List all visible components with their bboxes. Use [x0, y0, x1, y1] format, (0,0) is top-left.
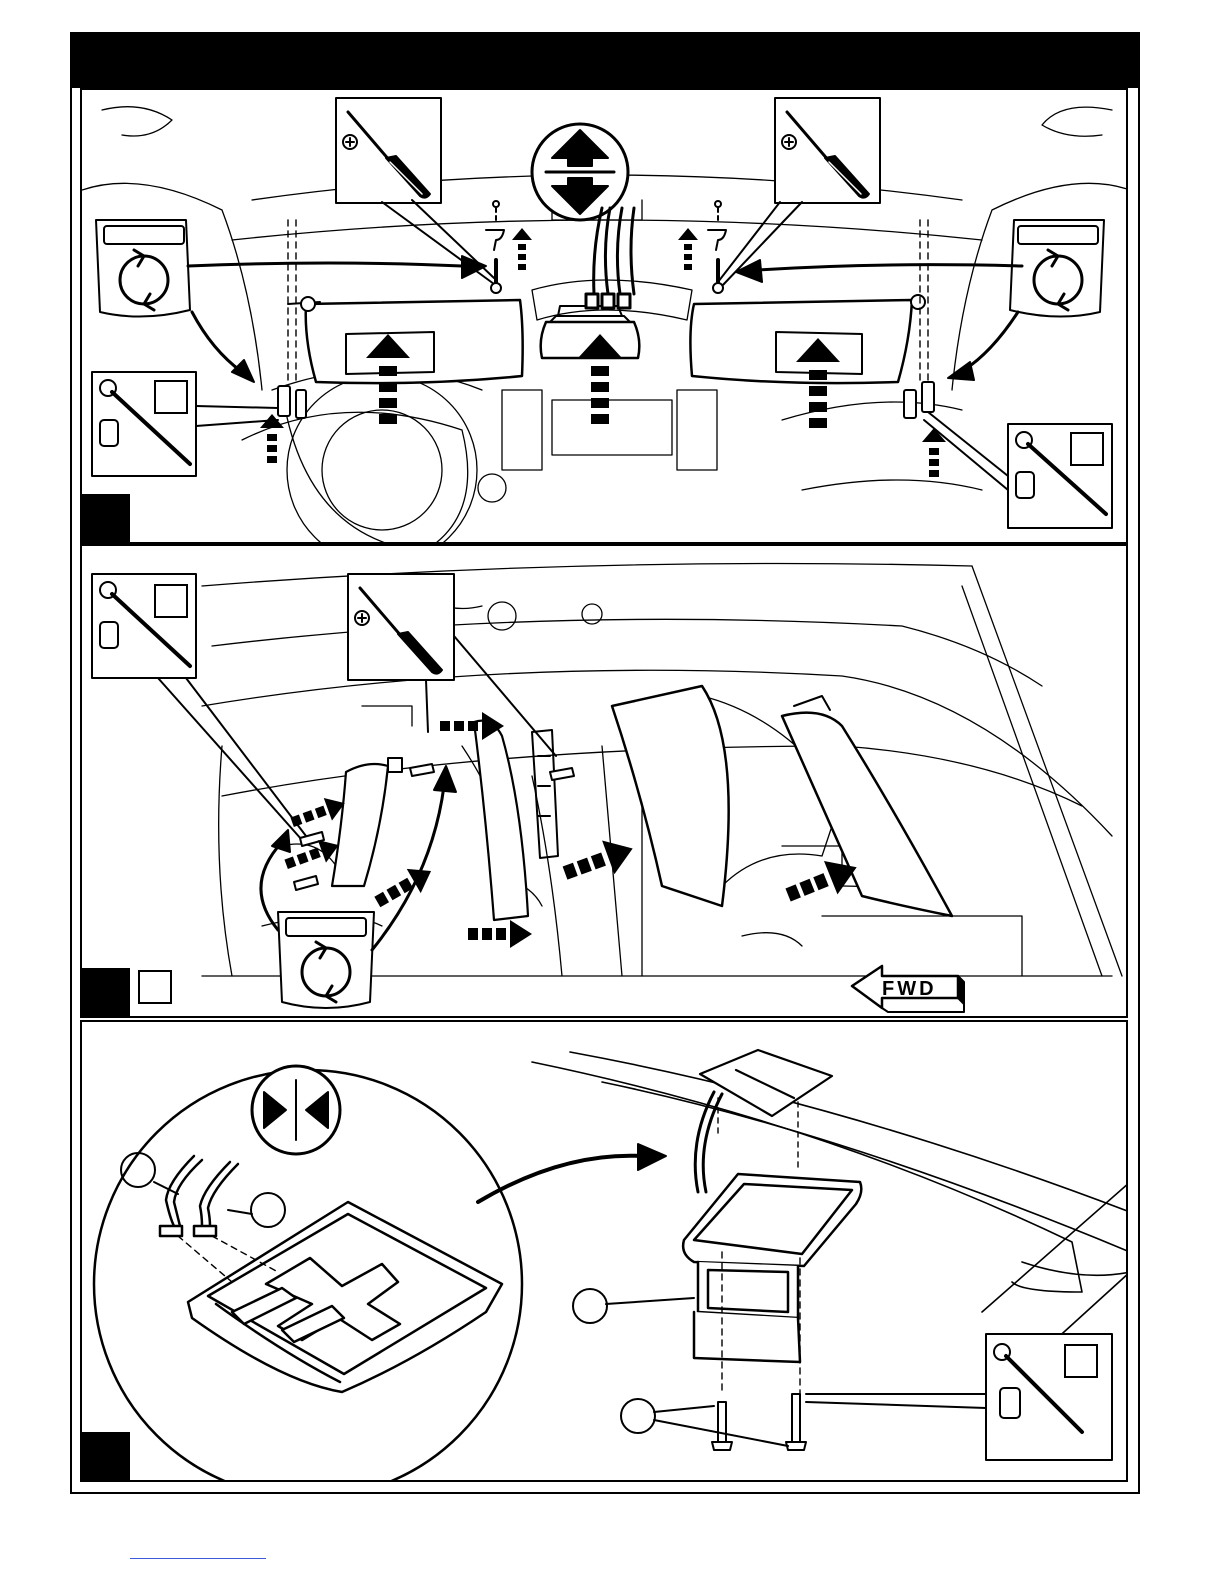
torque-box-right [1070, 432, 1104, 466]
clip-right [708, 201, 726, 250]
push-pull-icon [532, 124, 628, 220]
fwd-label: FWD [882, 978, 937, 1000]
connect-icon [252, 1066, 340, 1154]
reuse-part-icon [278, 912, 374, 1008]
step-number-tab [82, 1432, 130, 1480]
fwd-arrow-icon: FWD [852, 966, 964, 1012]
mounting-bolts [712, 1394, 806, 1450]
wire-harness [586, 208, 634, 308]
footer-link-underline [130, 1558, 266, 1559]
step-number-tab [82, 494, 130, 542]
bolts-left [278, 386, 306, 418]
screwdriver-icon-left [336, 98, 494, 284]
torque-box [154, 584, 188, 618]
torque-box [1064, 1344, 1098, 1378]
arrow-bucket-down-right [964, 312, 1018, 370]
screwdriver-icon-right [718, 98, 880, 286]
step-number-tab [82, 968, 130, 1016]
reuse-part-icon-left [96, 220, 190, 317]
panel-step-1 [80, 88, 1128, 544]
header-bar [70, 32, 1140, 88]
mounting-bracket [700, 1050, 832, 1116]
screwdriver-icon [348, 574, 556, 756]
sun-visor-right [690, 295, 925, 383]
arrow-bucket-to-screw-left [188, 263, 462, 266]
pillar-trim-b [474, 721, 528, 920]
sun-visor-left [288, 297, 523, 383]
arrow-bucket-down-left [192, 312, 242, 372]
detail-connectors [160, 1156, 238, 1236]
pillar-trim-a [332, 764, 388, 886]
torque-box-left [154, 380, 188, 414]
callout-2 [251, 1193, 285, 1227]
overhead-monitor [683, 1174, 861, 1362]
clip-left [486, 201, 504, 250]
reference-box [138, 970, 172, 1004]
pillar-trim-c [612, 686, 729, 906]
reuse-part-icon-right [1010, 220, 1104, 317]
panel-step-3 [80, 1020, 1128, 1482]
arrow-bucket-to-screw-right [758, 265, 1022, 270]
panel-step-2: FWD [80, 544, 1128, 1018]
callout-4 [621, 1399, 655, 1433]
ratchet-socket-icon-right [924, 412, 1112, 528]
bolts-right [904, 382, 934, 418]
ratchet-socket-icon [92, 574, 306, 840]
detail-monitor-base [188, 1202, 502, 1392]
trim-bracket [532, 730, 558, 858]
callout-3 [573, 1289, 607, 1323]
